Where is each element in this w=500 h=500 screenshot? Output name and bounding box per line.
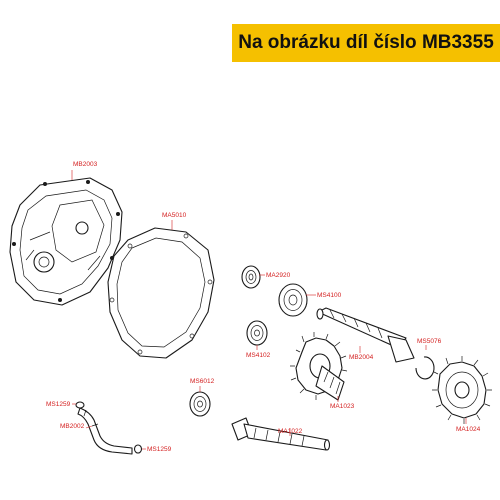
bearing-ms4100 xyxy=(278,283,308,317)
circlip-ms5076 xyxy=(415,356,435,380)
breather-tube xyxy=(77,407,133,455)
label-mb2003: MB2003 xyxy=(73,161,98,168)
label-ms4102: MS4102 xyxy=(246,352,271,359)
label-ms5076: MS5076 xyxy=(417,338,442,345)
shaft-mb2004 xyxy=(316,307,415,363)
transmission-case xyxy=(9,177,123,306)
label-ma1024: MA1024 xyxy=(456,426,481,433)
label-ma2920: MA2920 xyxy=(266,272,291,279)
label-mb2002: MB2002 xyxy=(60,423,85,430)
leader-lines xyxy=(71,170,467,450)
bearing-ms4102 xyxy=(246,320,268,346)
shaft-ma1022 xyxy=(231,417,331,451)
label-ms1259-upper: MS1259 xyxy=(46,401,71,408)
hose-clip-lower xyxy=(133,444,143,454)
label-ms4100: MS4100 xyxy=(317,292,342,299)
label-ma1022: MA1022 xyxy=(278,428,303,435)
gear-ma1024 xyxy=(432,356,492,424)
gear-ma1023 xyxy=(290,332,348,401)
case-gasket xyxy=(107,227,215,359)
label-ms1259-lower: MS1259 xyxy=(147,446,172,453)
label-ma5010: MA5010 xyxy=(162,212,187,219)
label-ma1023: MA1023 xyxy=(330,403,355,410)
bearing-ma2920 xyxy=(241,265,261,289)
label-mb2004: MB2004 xyxy=(349,354,374,361)
banner-text: Na obrázku díl číslo MB3355 xyxy=(238,32,494,53)
hose-clip-upper xyxy=(75,401,85,409)
part-number-banner: Na obrázku díl číslo MB3355 xyxy=(232,24,500,62)
part-labels: MB2003 MA5010 MA2920 MS4100 MS4102 MB200… xyxy=(46,161,481,453)
label-ms6012: MS6012 xyxy=(190,378,215,385)
bearing-ms6012 xyxy=(189,391,211,417)
